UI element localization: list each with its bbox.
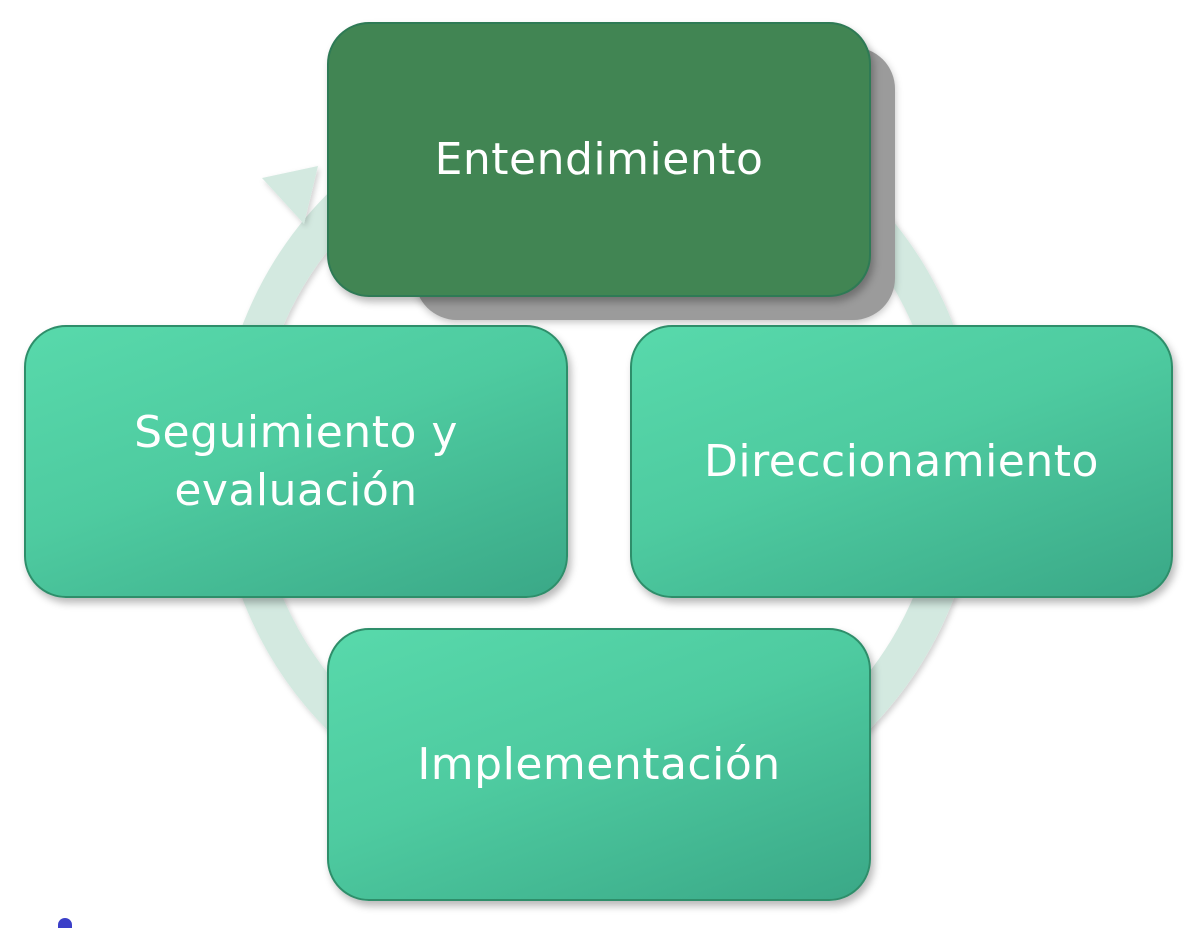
- stage-label-line1: Seguimiento y: [134, 406, 458, 458]
- stage-entendimiento[interactable]: Entendimiento: [327, 22, 871, 297]
- stage-label-line2: evaluación: [174, 464, 418, 516]
- stage-label: Implementación: [417, 738, 781, 790]
- stage-seguimiento-evaluacion[interactable]: Seguimiento y evaluación: [24, 325, 568, 598]
- stage-label: Direccionamiento: [704, 435, 1099, 487]
- stage-label: Entendimiento: [434, 133, 764, 185]
- stage-direccionamiento[interactable]: Direccionamiento: [630, 325, 1173, 598]
- arrow-head-icon: [262, 166, 318, 224]
- stage-label: Seguimiento y evaluación: [134, 404, 458, 520]
- logo-fragment-icon: [58, 918, 72, 928]
- stage-implementacion[interactable]: Implementación: [327, 628, 871, 901]
